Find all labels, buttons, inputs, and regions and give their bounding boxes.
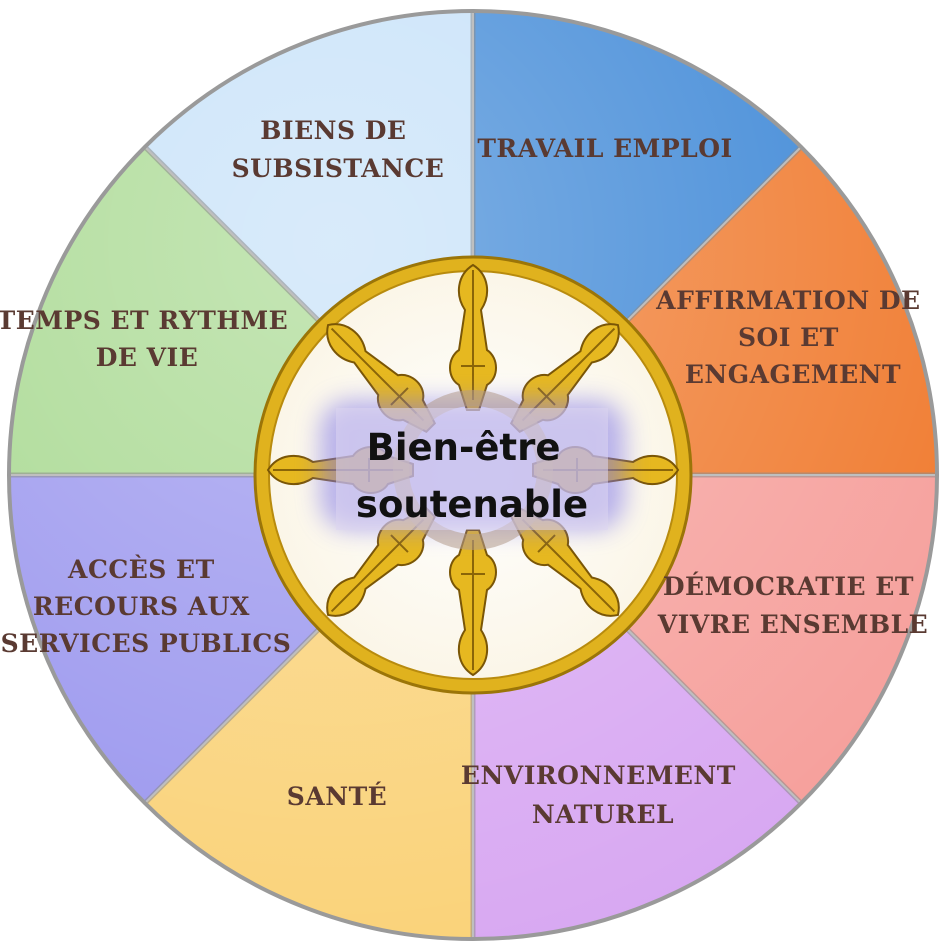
label-environnement-line-1: ENVIRONNEMENT: [461, 761, 736, 790]
label-democratie-line-2: VIVRE ENSEMBLE: [657, 610, 928, 639]
label-biens-line-1: BIENS DE: [260, 116, 406, 145]
wheel-rim: [7, 9, 939, 941]
label-affirmation-line-1: AFFIRMATION DE: [655, 286, 920, 315]
label-sante-line-1: SANTÉ: [287, 782, 387, 811]
center-title-line-2: soutenable: [356, 483, 588, 526]
label-acces-line-3: SERVICES PUBLICS: [1, 629, 292, 658]
label-democratie: DÉMOCRATIE ET VIVRE ENSEMBLE: [657, 572, 928, 639]
label-travail-emploi-line-1: TRAVAIL EMPLOI: [477, 134, 732, 163]
label-temps-line-2: DE VIE: [96, 343, 199, 372]
center-title-line-1: Bien-être: [367, 426, 561, 469]
label-acces-line-1: ACCÈS ET: [67, 555, 215, 584]
label-environnement-line-2: NATUREL: [532, 800, 674, 829]
label-affirmation-line-2: SOI ET: [738, 323, 839, 352]
label-sante: SANTÉ: [287, 782, 387, 811]
label-temps-rythme: TEMPS ET RYTHME DE VIE: [0, 306, 297, 372]
center-plate: [336, 408, 608, 530]
label-acces-line-2: RECOURS AUX: [33, 592, 250, 621]
central-hub: Bien-être soutenable: [253, 255, 693, 695]
label-affirmation-line-3: ENGAGEMENT: [685, 360, 901, 389]
label-biens-line-2: SUBSISTANCE: [232, 154, 445, 183]
segment-divider: [144, 146, 325, 327]
label-democratie-line-1: DÉMOCRATIE ET: [663, 572, 914, 601]
segment-divider: [621, 146, 802, 327]
label-acces-services: ACCÈS ET RECOURS AUX SERVICES PUBLICS: [1, 555, 292, 658]
center-title: Bien-être soutenable: [356, 426, 588, 526]
label-biens-subsistance: BIENS DE SUBSISTANCE: [232, 116, 445, 183]
label-affirmation-de-soi: AFFIRMATION DE SOI ET ENGAGEMENT: [655, 286, 930, 389]
hub-ray: [449, 529, 497, 677]
segment-labels: TRAVAIL EMPLOI AFFIRMATION DE SOI ET ENG…: [0, 116, 930, 829]
segment-divider: [144, 623, 325, 804]
label-environnement: ENVIRONNEMENT NATUREL: [461, 761, 745, 829]
segment-divider: [621, 623, 802, 804]
label-temps-line-1: TEMPS ET RYTHME: [0, 306, 288, 335]
segment-dividers: [7, 9, 939, 941]
label-travail-emploi: TRAVAIL EMPLOI: [477, 134, 732, 163]
